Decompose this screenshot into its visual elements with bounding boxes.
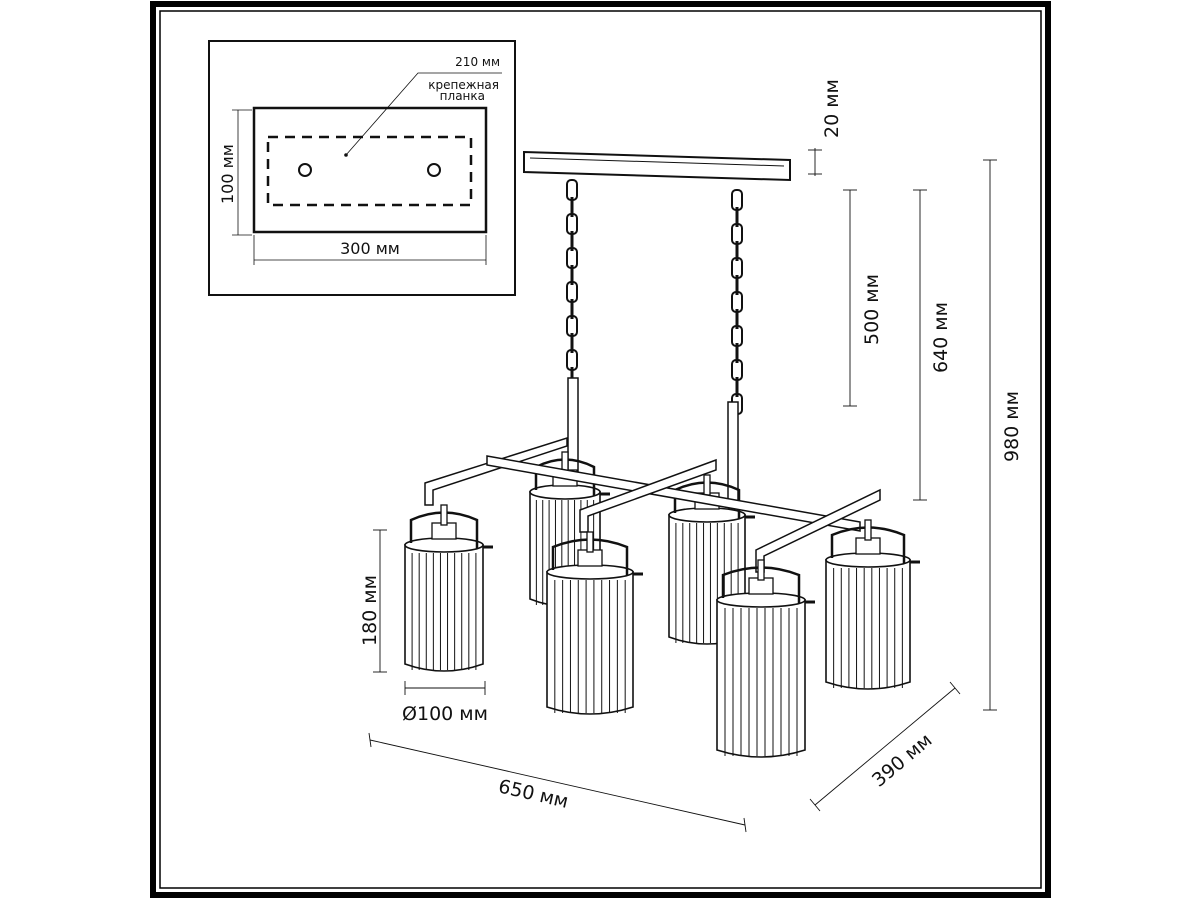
- mount-width-label: 210 мм: [455, 55, 500, 69]
- length-label: 650 мм: [496, 775, 570, 812]
- lamp-shade: [546, 531, 643, 715]
- shade-height-label: 180 мм: [359, 575, 381, 646]
- outer-frame: [150, 1, 1051, 898]
- mounting-plate-inset: 210 мм крепежная планка 100 мм 300 мм: [208, 40, 516, 296]
- lamp-shade: [716, 559, 815, 758]
- lamps-front-row: [404, 504, 920, 758]
- inset-height-label: 100 мм: [218, 144, 237, 204]
- canopy-height-label: 20 мм: [821, 79, 843, 138]
- canopy: [523, 150, 791, 182]
- inset-width-label: 300 мм: [340, 239, 400, 258]
- inner-frame: [159, 10, 1042, 889]
- lamp-shade: [404, 504, 493, 672]
- chain: [731, 189, 743, 415]
- mounting-hole: [427, 163, 441, 177]
- mounting-hole: [298, 163, 312, 177]
- chain-min-label: 500 мм: [861, 274, 883, 345]
- dimension-lines: [368, 148, 997, 833]
- chain-mid-label: 640 мм: [930, 302, 952, 373]
- mount-label-line2: планка: [440, 89, 485, 103]
- total-height-label: 980 мм: [1001, 391, 1023, 462]
- chain: [566, 179, 578, 387]
- shade-diameter-label: Ø100 мм: [402, 703, 488, 725]
- chandelier-frame: [424, 436, 881, 573]
- depth-label: 390 мм: [868, 729, 937, 791]
- mount-label-line1: крепежная: [428, 78, 499, 92]
- chains: [566, 179, 743, 415]
- lamp-shade: [825, 519, 920, 690]
